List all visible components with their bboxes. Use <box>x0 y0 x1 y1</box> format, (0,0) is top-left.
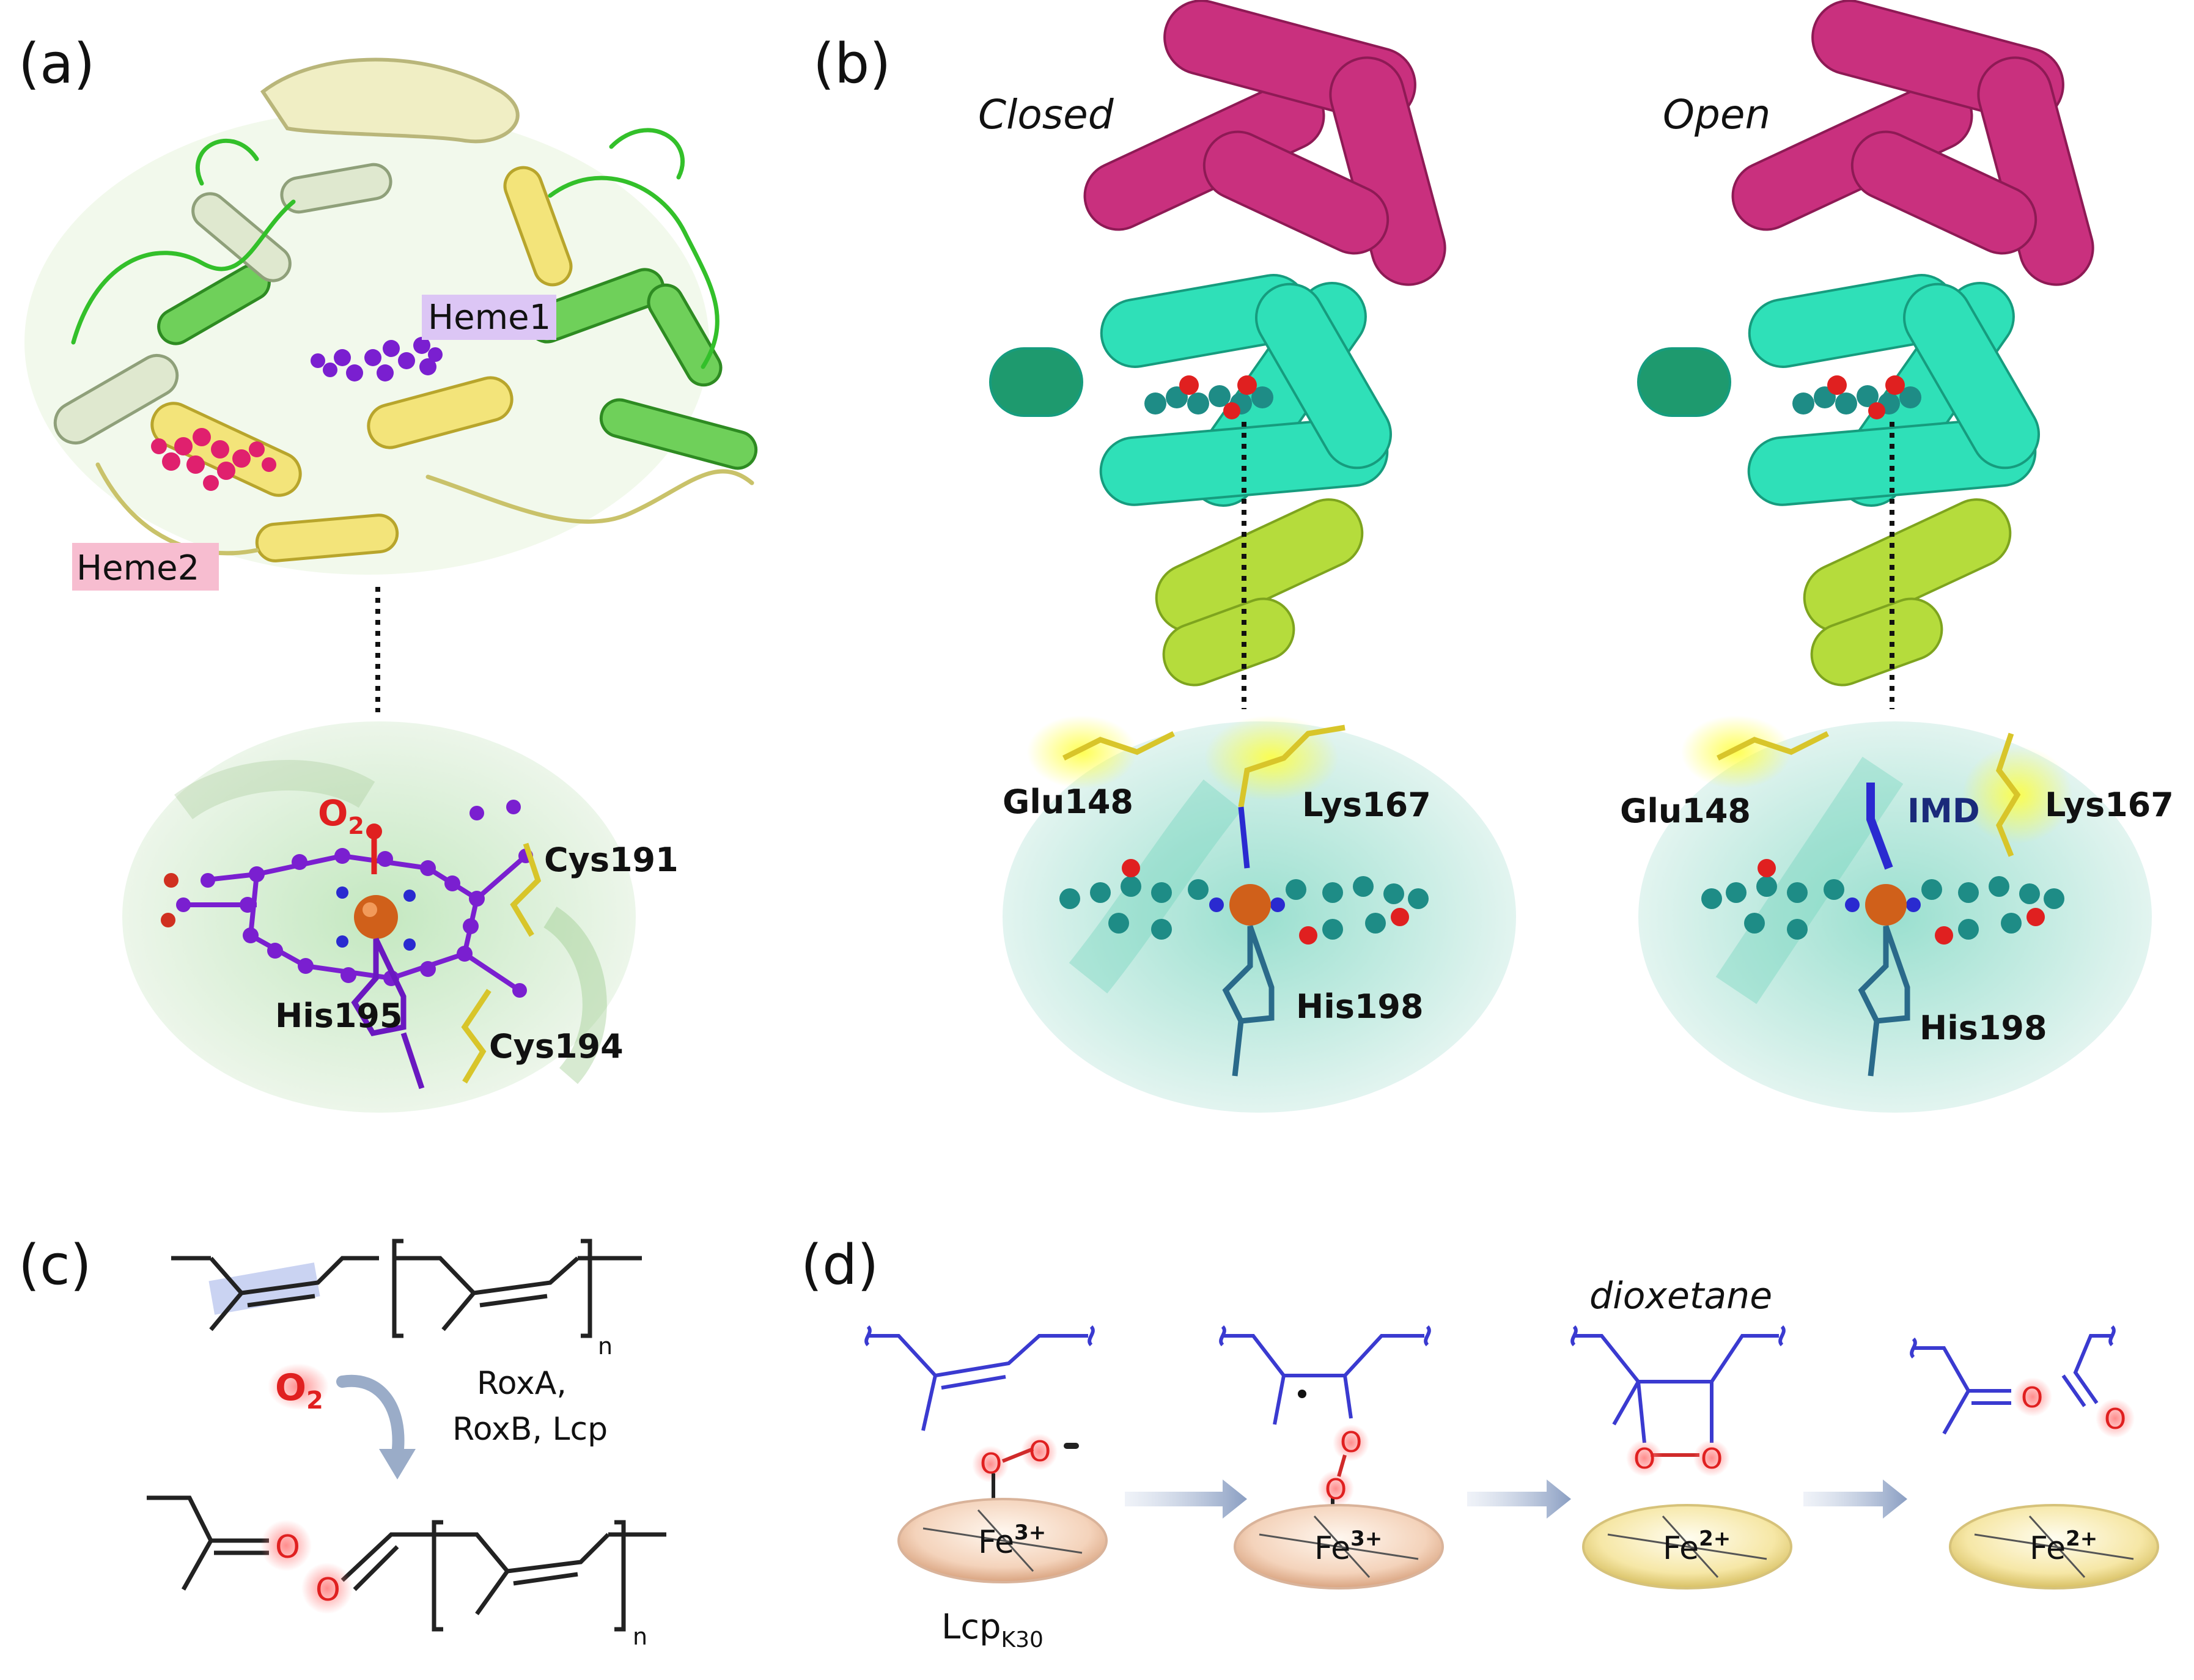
active-site-zoom-a: O2 Cys191 His195 Cys194 <box>122 721 679 1113</box>
svg-text:Fe2+: Fe2+ <box>1663 1527 1731 1567</box>
residue-his198-open: His198 <box>1920 1009 2047 1047</box>
closed-structure: Closed <box>978 0 1446 687</box>
residue-cys194: Cys194 <box>489 1027 624 1066</box>
svg-text:O: O <box>1029 1435 1051 1468</box>
cleavage-products <box>147 1495 666 1632</box>
dioxetane-oxygen-2: O <box>1701 1442 1723 1475</box>
reaction-arrow-c <box>336 1374 405 1461</box>
product-oxygen-1: O <box>2021 1381 2043 1414</box>
closed-label: Closed <box>978 91 1114 138</box>
enzymes-line-1: RoxA, <box>477 1365 567 1402</box>
panel-b: (b) Closed <box>813 0 2174 1113</box>
residue-cys191: Cys191 <box>544 841 679 879</box>
panel-b-label: (b) <box>813 32 891 96</box>
panel-a-label: (a) <box>18 32 95 96</box>
o2-glow-c <box>268 1363 329 1410</box>
heme2-molecule <box>151 428 276 491</box>
panel-d-label: (d) <box>801 1233 878 1297</box>
reaction-arrow-d2 <box>1467 1479 1571 1519</box>
heme1-label-bg <box>422 295 556 340</box>
stage-4-products <box>1910 1325 2116 1435</box>
open-structure: Open <box>1637 0 2094 687</box>
open-label: Open <box>1663 91 1770 138</box>
fe-center-4: Fe2+ <box>1949 1504 2159 1590</box>
radical-dot <box>1298 1390 1306 1398</box>
stage-3-dioxetane <box>1570 1325 1786 1457</box>
lcp-k30-label: LcpK30 <box>941 1607 1044 1652</box>
product-oxygen-2: O <box>2104 1402 2126 1435</box>
svg-text:Fe2+: Fe2+ <box>2030 1527 2097 1567</box>
panel-c: (c) n O2 RoxA, RoxB, Lcp <box>18 1233 666 1650</box>
active-site-zoom-open: Glu148 IMD Lys167 His198 <box>1620 715 2174 1113</box>
repeat-n-top: n <box>598 1333 613 1360</box>
active-site-zoom-closed: Glu148 Lys167 His198 <box>1003 715 1516 1113</box>
o2-label-c: O2 <box>275 1366 323 1415</box>
fe-center-1: Fe3+ <box>897 1498 1108 1583</box>
svg-text:O: O <box>1340 1426 1362 1459</box>
stage-2-peroxo: O O <box>1317 1424 1369 1516</box>
svg-text:Fe3+: Fe3+ <box>978 1520 1046 1561</box>
protein-cartoon-a <box>24 57 758 575</box>
o2-label-a: O2 <box>318 792 364 839</box>
residue-lys167-closed: Lys167 <box>1302 786 1431 824</box>
panel-a: (a) <box>18 32 758 1113</box>
stage-1-superoxo: O O <box>972 1434 1079 1504</box>
reaction-arrow-d1 <box>1125 1479 1247 1519</box>
oxygen-glow-c2 <box>301 1563 353 1614</box>
product-oxygen-glow-2 <box>2096 1399 2135 1438</box>
fe-center-2: Fe3+ <box>1234 1504 1444 1590</box>
stage-1-substrate <box>864 1325 1095 1431</box>
residue-glu148-open: Glu148 <box>1620 792 1751 830</box>
heme1-molecule <box>311 337 443 381</box>
dioxetane-oxygen-glow-2 <box>1693 1440 1730 1476</box>
residue-imd-open: IMD <box>1907 792 1980 830</box>
fe-center-3: Fe2+ <box>1582 1504 1792 1590</box>
dioxetane-oxygen-glow-1 <box>1626 1440 1663 1476</box>
dioxetane-label: dioxetane <box>1589 1275 1772 1317</box>
repeat-n-bottom: n <box>633 1623 647 1650</box>
svg-text:O: O <box>1325 1473 1347 1506</box>
heme2-label-bg <box>72 543 219 591</box>
stage-2-radical <box>1219 1325 1431 1425</box>
polyisoprene-top <box>171 1239 642 1338</box>
oxygen-glow-c1 <box>260 1520 312 1571</box>
residue-his198-closed: His198 <box>1296 987 1424 1026</box>
svg-text:Fe3+: Fe3+ <box>1314 1527 1382 1567</box>
heme2-label: Heme2 <box>76 548 199 588</box>
oxygen-atom-c2: O <box>315 1572 341 1608</box>
svg-text:O: O <box>980 1447 1002 1480</box>
heme1-label: Heme1 <box>428 298 551 337</box>
product-oxygen-glow-1 <box>2013 1377 2052 1417</box>
enzymes-line-2: RoxB, Lcp <box>452 1411 608 1448</box>
residue-glu148-closed: Glu148 <box>1003 783 1133 821</box>
residue-lys167-open: Lys167 <box>2045 786 2174 824</box>
oxygen-atom-c1: O <box>275 1529 300 1566</box>
reaction-arrow-d3 <box>1803 1479 1907 1519</box>
panel-c-label: (c) <box>18 1233 92 1297</box>
reaction-arrowhead-c <box>379 1449 416 1479</box>
residue-his195: His195 <box>275 997 403 1035</box>
dioxetane-oxygen-1: O <box>1633 1442 1655 1475</box>
panel-d: (d) dioxetane O O Fe3+ LcpK30 <box>801 1233 2159 1652</box>
